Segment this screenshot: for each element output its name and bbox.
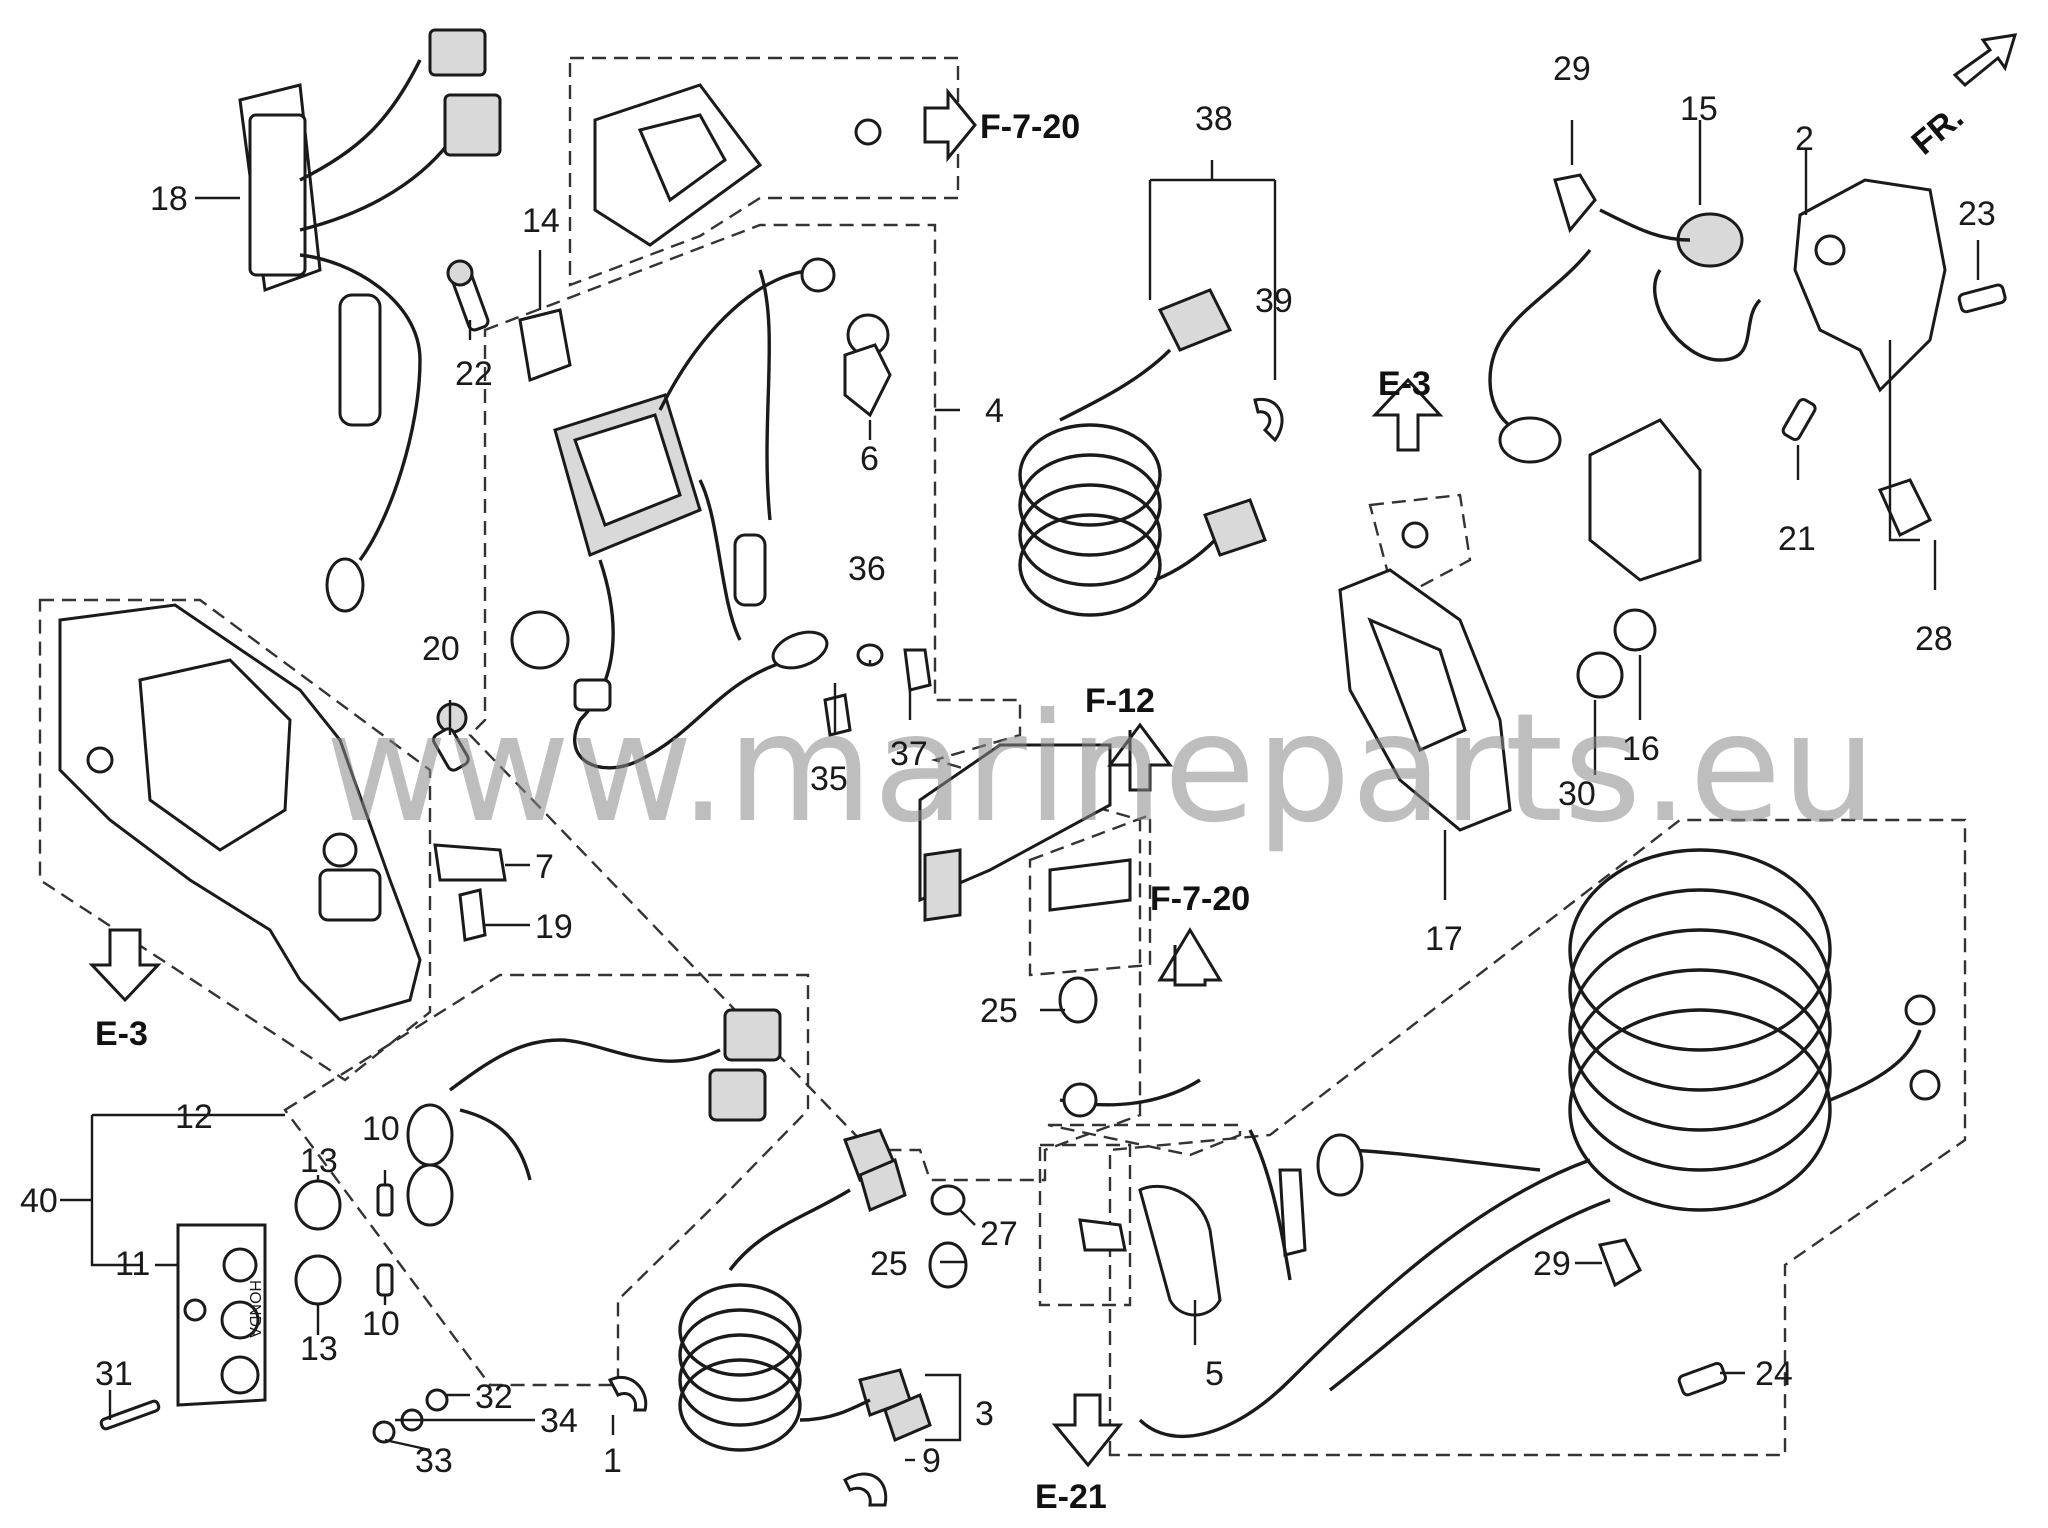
callout-28: 28 (1915, 620, 1953, 658)
callout-4: 4 (985, 392, 1004, 430)
callout-13-bottom: 13 (300, 1330, 338, 1368)
part-right-top-group (1488, 173, 2007, 582)
callout-19: 19 (535, 908, 573, 946)
callout-29-bottom: 29 (1533, 1245, 1571, 1283)
callout-3: 3 (975, 1395, 994, 1433)
callout-35: 35 (810, 760, 848, 798)
callout-18: 18 (150, 180, 188, 218)
callout-12: 12 (175, 1098, 213, 1136)
ref-f7-20-top: F-7-20 (980, 108, 1080, 146)
callout-15: 15 (1680, 90, 1718, 128)
callout-10-bottom: 10 (362, 1305, 400, 1343)
ref-e3-left: E-3 (95, 1015, 148, 1053)
arrow-front-icon (1952, 33, 2018, 88)
arrow-up-f12-icon (1107, 722, 1173, 792)
ref-e3-right: E-3 (1378, 365, 1431, 403)
callout-40: 40 (20, 1182, 58, 1220)
leader-lines (60, 120, 1980, 1462)
part-6-35-36-37-small (823, 343, 932, 737)
arrow-right-f720-icon (923, 87, 977, 163)
part-17-bracket (1338, 521, 1657, 832)
callout-1: 1 (603, 1442, 622, 1480)
callout-25-top: 25 (980, 992, 1018, 1030)
ref-f12: F-12 (1085, 682, 1155, 720)
callout-31: 31 (95, 1355, 133, 1393)
callout-37: 37 (890, 735, 928, 773)
callout-numbers: 18 14 22 6 4 38 39 29 15 2 23 21 28 16 3… (20, 50, 1996, 1480)
part-14-22-fasteners (446, 259, 572, 383)
callout-13-top: 13 (300, 1142, 338, 1180)
callout-33: 33 (415, 1442, 453, 1480)
watermark-text: www.marineparts.eu (325, 682, 1877, 856)
part-38-coiled-harness (1018, 288, 1284, 617)
callout-32: 32 (475, 1378, 513, 1416)
callout-10-top: 10 (362, 1110, 400, 1148)
callout-22: 22 (455, 355, 493, 393)
ref-e21: E-21 (1035, 1478, 1107, 1516)
callout-23: 23 (1958, 195, 1996, 233)
arrow-up-f720-icon (1157, 927, 1223, 987)
part-f12-block (918, 743, 1132, 922)
front-direction-label: FR. (1904, 98, 1970, 162)
callout-5: 5 (1205, 1355, 1224, 1393)
callout-16: 16 (1622, 730, 1660, 768)
plate-brand-text: HONDA (246, 1280, 263, 1338)
part-11-switch-panel (99, 1223, 449, 1444)
callout-38: 38 (1195, 100, 1233, 138)
callout-27: 27 (980, 1215, 1018, 1253)
callout-21: 21 (1778, 520, 1816, 558)
reference-arrows (88, 33, 2018, 1468)
callout-25-bottom: 25 (870, 1245, 908, 1283)
part-7-19-20-small (432, 702, 507, 942)
part-control-box-top (593, 83, 882, 247)
callout-29-top: 29 (1553, 50, 1591, 88)
callout-11: 11 (115, 1245, 150, 1283)
callout-7: 7 (535, 848, 554, 886)
part-4-main-harness (510, 257, 890, 770)
callout-34: 34 (540, 1402, 578, 1440)
callout-17: 17 (1425, 920, 1463, 958)
callout-2: 2 (1795, 120, 1814, 158)
callout-6: 6 (860, 440, 879, 478)
part-cowl-frame (58, 603, 422, 1022)
arrow-down-e21-icon (1051, 1393, 1124, 1468)
ref-f7-20-mid: F-7-20 (1150, 880, 1250, 918)
arrow-up-e3-right-icon (1371, 377, 1444, 452)
callout-9: 9 (922, 1442, 941, 1480)
part-12-wiring-group (294, 1008, 782, 1306)
callout-39: 39 (1255, 282, 1293, 320)
callout-20: 20 (422, 630, 460, 668)
callout-36: 36 (848, 550, 886, 588)
part-18-regulator (238, 28, 502, 613)
arrow-down-e3-left-icon (88, 928, 162, 1003)
part-battery-cable-coil (1138, 848, 1941, 1439)
callout-24: 24 (1755, 1355, 1793, 1393)
callout-30: 30 (1558, 775, 1596, 813)
callout-14: 14 (522, 202, 560, 240)
part-3-bottom-harness (607, 1128, 932, 1507)
part-25-27-grommets (928, 976, 1201, 1289)
